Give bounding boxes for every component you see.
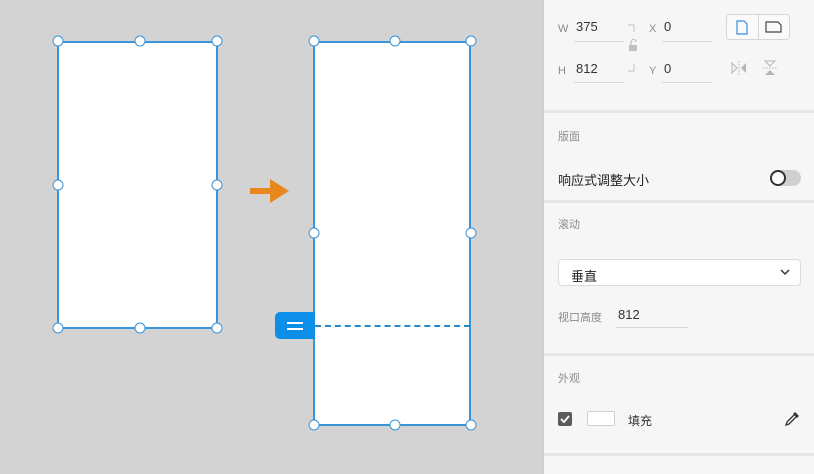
resize-handle-mr[interactable] [465, 227, 477, 239]
eyedropper-icon[interactable] [784, 410, 801, 427]
drag-lines-icon [287, 321, 303, 330]
resize-handle-bl[interactable] [308, 419, 320, 431]
resize-handle-bm[interactable] [389, 419, 401, 431]
resize-handle-tm[interactable] [134, 35, 146, 47]
lock-open-icon[interactable] [626, 24, 638, 72]
landscape-icon [765, 21, 782, 33]
landscape-button[interactable] [757, 15, 790, 39]
portrait-button[interactable] [727, 15, 758, 39]
viewport-fold-line [315, 325, 470, 327]
fill-label: 填充 [628, 414, 653, 428]
appearance-section-title: 外观 [558, 373, 580, 385]
resize-handle-br[interactable] [211, 322, 223, 334]
next-section [544, 456, 814, 474]
portrait-icon [736, 19, 748, 35]
artboard-section-title: 版面 [558, 131, 580, 143]
fill-color-swatch[interactable] [587, 411, 615, 426]
flip-vertical-icon[interactable] [763, 60, 777, 76]
resize-handle-ml[interactable] [308, 227, 320, 239]
width-label: W [558, 23, 569, 35]
resize-handle-ml[interactable] [52, 179, 64, 191]
x-label: X [649, 23, 657, 35]
resize-handle-bl[interactable] [52, 322, 64, 334]
resize-handle-br[interactable] [465, 419, 477, 431]
scroll-direction-select[interactable]: 垂直 [558, 259, 801, 286]
checkmark-icon [560, 415, 570, 423]
y-label: Y [649, 65, 657, 77]
chevron-down-icon [780, 269, 790, 276]
orientation-toggle [726, 14, 790, 40]
responsive-resize-toggle[interactable] [770, 170, 801, 186]
design-canvas[interactable] [0, 0, 543, 474]
flip-horizontal-icon[interactable] [731, 61, 747, 75]
resize-handle-tl[interactable] [52, 35, 64, 47]
height-label: H [558, 65, 566, 77]
artboard-section: 版面 响应式调整大小 [544, 113, 814, 200]
viewport-height-handle[interactable] [275, 312, 315, 339]
height-input[interactable]: 812 [576, 61, 598, 76]
resize-handle-tl[interactable] [308, 35, 320, 47]
scroll-section-title: 滚动 [558, 219, 580, 231]
y-input[interactable]: 0 [664, 61, 672, 76]
width-input[interactable]: 375 [576, 19, 598, 34]
property-inspector: W 375 H 812 X 0 Y 0 [543, 0, 814, 474]
resize-handle-tm[interactable] [389, 35, 401, 47]
artboard-extended[interactable] [313, 41, 471, 426]
viewport-height-label: 视口高度 [558, 312, 602, 324]
scroll-direction-value: 垂直 [571, 269, 598, 284]
viewport-height-input[interactable]: 812 [618, 307, 640, 322]
responsive-resize-label: 响应式调整大小 [558, 173, 650, 188]
transform-section: W 375 H 812 X 0 Y 0 [544, 0, 814, 110]
resize-handle-tr[interactable] [211, 35, 223, 47]
arrow-right-icon [250, 179, 289, 203]
resize-handle-tr[interactable] [465, 35, 477, 47]
artboard-original[interactable] [57, 41, 218, 329]
fill-checkbox[interactable] [558, 412, 572, 426]
x-input[interactable]: 0 [664, 19, 672, 34]
resize-handle-mr[interactable] [211, 179, 223, 191]
appearance-section: 外观 填充 [544, 356, 814, 453]
resize-handle-bm[interactable] [134, 322, 146, 334]
